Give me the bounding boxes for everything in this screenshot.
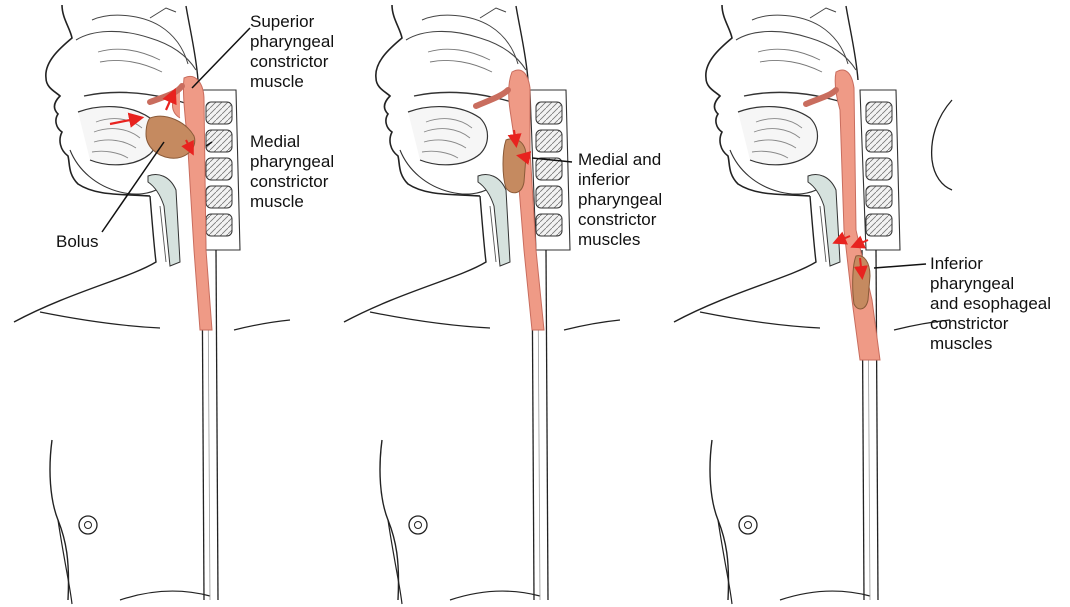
panel-pharyngeal: [344, 5, 620, 604]
leader-line-superior: [192, 28, 250, 88]
label-medial-inferior-constrictor: Medial and inferior pharyngeal constrict…: [578, 150, 662, 250]
label-medial-pharyngeal-constrictor: Medial pharyngeal constrictor muscle: [250, 132, 334, 212]
label-superior-pharyngeal-constrictor: Superior pharyngeal constrictor muscle: [250, 12, 334, 92]
panel-oral-pharyngeal: [14, 5, 290, 604]
label-bolus: Bolus: [56, 232, 99, 252]
panel-esophageal: [674, 5, 952, 604]
label-inferior-esophageal-constrictor: Inferior pharyngeal and esophageal const…: [930, 254, 1051, 354]
bolus-shape: [503, 139, 526, 193]
leader-line-inferior-esophageal: [874, 264, 926, 268]
